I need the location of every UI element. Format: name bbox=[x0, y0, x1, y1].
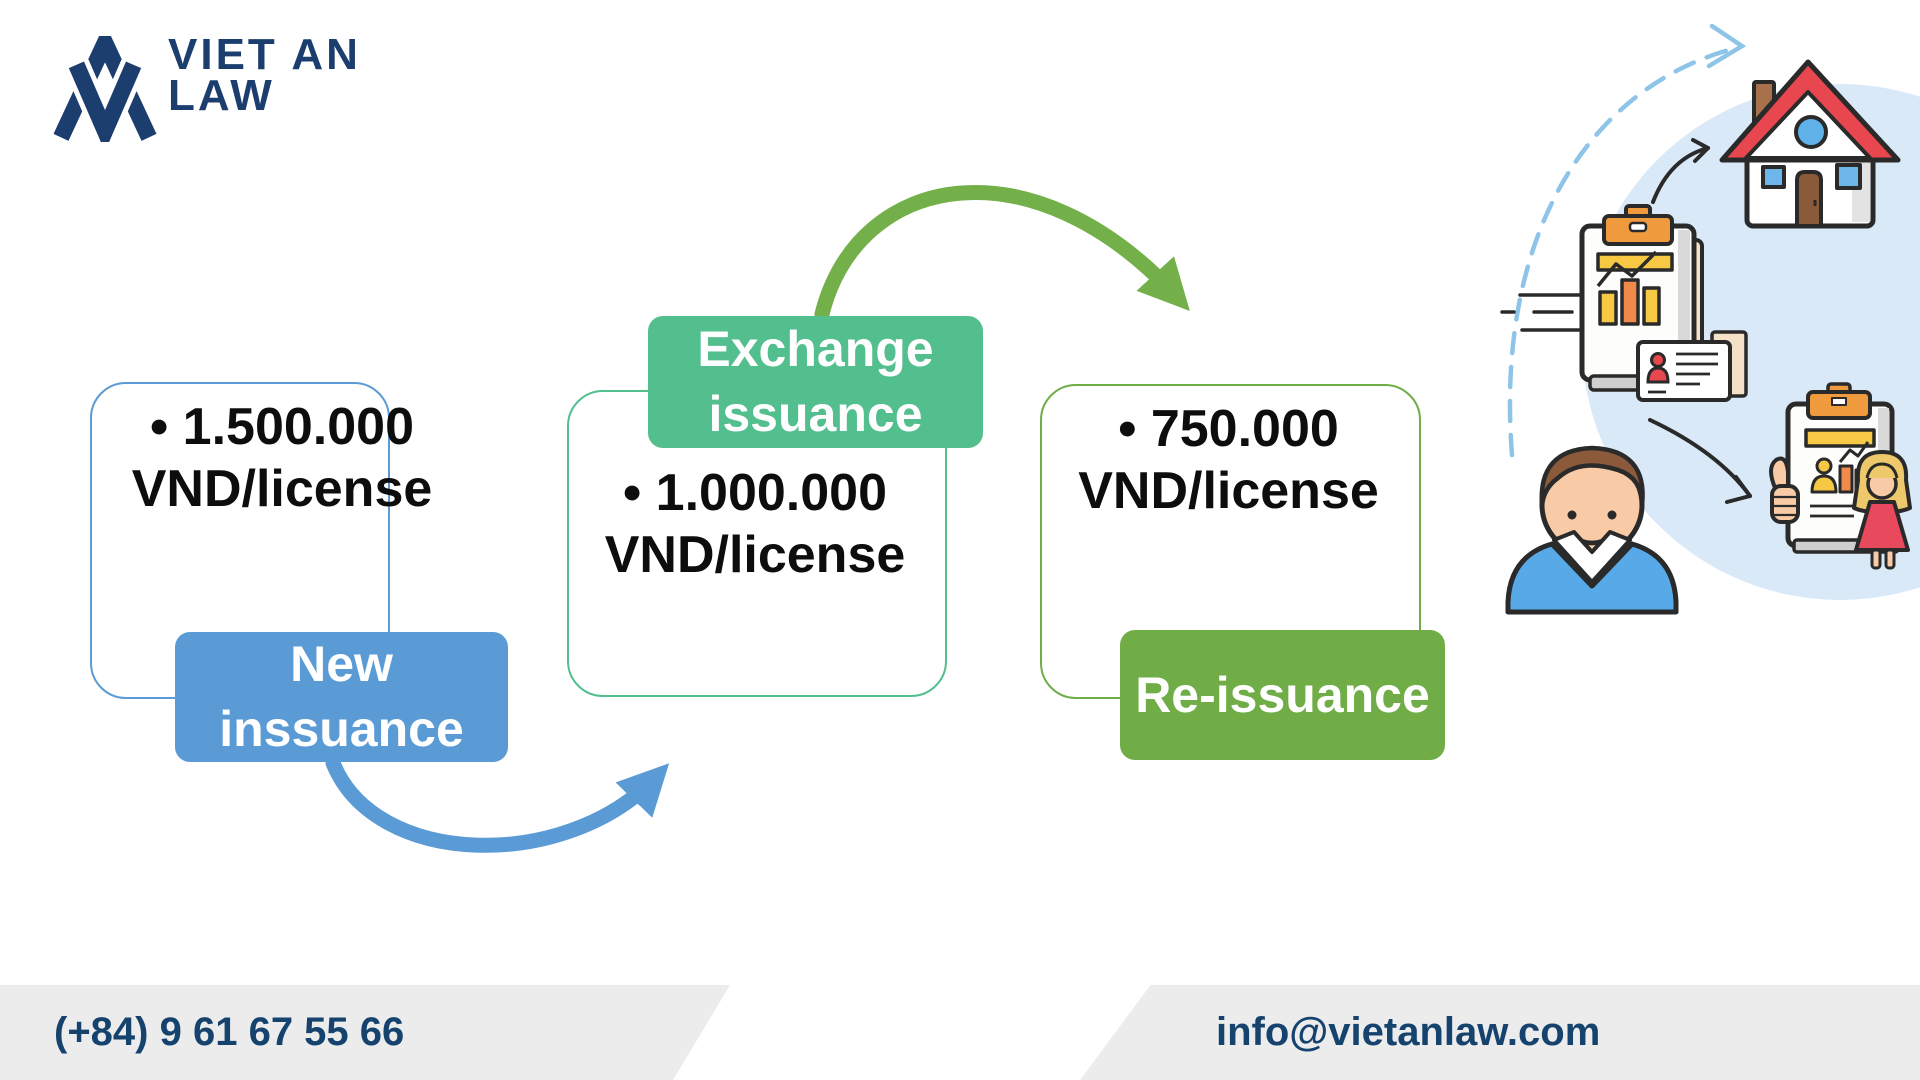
footer-bar-right bbox=[1080, 985, 1920, 1080]
id-card-icon bbox=[1636, 330, 1748, 402]
logo-brand-line1: VIET AN bbox=[168, 30, 361, 79]
dashed-cycle-arrow-icon bbox=[1507, 23, 1747, 458]
fee-amount-line2: VND/license bbox=[1078, 462, 1379, 520]
fee-amount-exchange-issuance: • 1.000.000 VND/license bbox=[559, 462, 951, 586]
logo-wordmark: VIET AN LAW bbox=[168, 30, 361, 120]
blue-curved-arrow bbox=[325, 755, 670, 853]
vietan-logo-mark-icon bbox=[53, 36, 157, 142]
license-illustration bbox=[1500, 23, 1920, 615]
logo-brand-line2: LAW bbox=[168, 71, 275, 120]
footer-bar-left bbox=[0, 985, 730, 1080]
man-avatar bbox=[1505, 445, 1679, 615]
curved-arrow-icon bbox=[1651, 138, 1710, 204]
fee-amount-line2: VND/license bbox=[604, 526, 906, 584]
fee-amount-new-issuance: • 1.500.000 VND/license bbox=[90, 396, 474, 520]
green-curved-arrow bbox=[814, 184, 1190, 322]
fee-amount-line1: • 750.000 bbox=[1118, 400, 1339, 458]
thumbs-up-hand-icon bbox=[1769, 456, 1800, 524]
house-icon bbox=[1719, 59, 1901, 229]
speed-lines-icon bbox=[1500, 293, 1590, 332]
step-label-re-issuance: Re-issuance bbox=[1120, 630, 1445, 760]
fee-amount-re-issuance: • 750.000 VND/license bbox=[1036, 398, 1421, 522]
fee-amount-line2: VND/license bbox=[131, 460, 433, 518]
step-label-new-issuance: New inssuance bbox=[175, 632, 508, 762]
fee-amount-line1: • 1.000.000 bbox=[623, 464, 887, 522]
woman-figure bbox=[1852, 450, 1912, 570]
fee-amount-line1: • 1.500.000 bbox=[150, 398, 414, 456]
step-label-exchange-issuance: Exchange issuance bbox=[648, 316, 983, 448]
footer-phone: (+84) 9 61 67 55 66 bbox=[54, 1010, 405, 1054]
vietan-logo: VIET AN LAW bbox=[45, 30, 465, 150]
curved-arrow-icon bbox=[1648, 418, 1752, 504]
footer-email: info@vietanlaw.com bbox=[1216, 1010, 1601, 1054]
